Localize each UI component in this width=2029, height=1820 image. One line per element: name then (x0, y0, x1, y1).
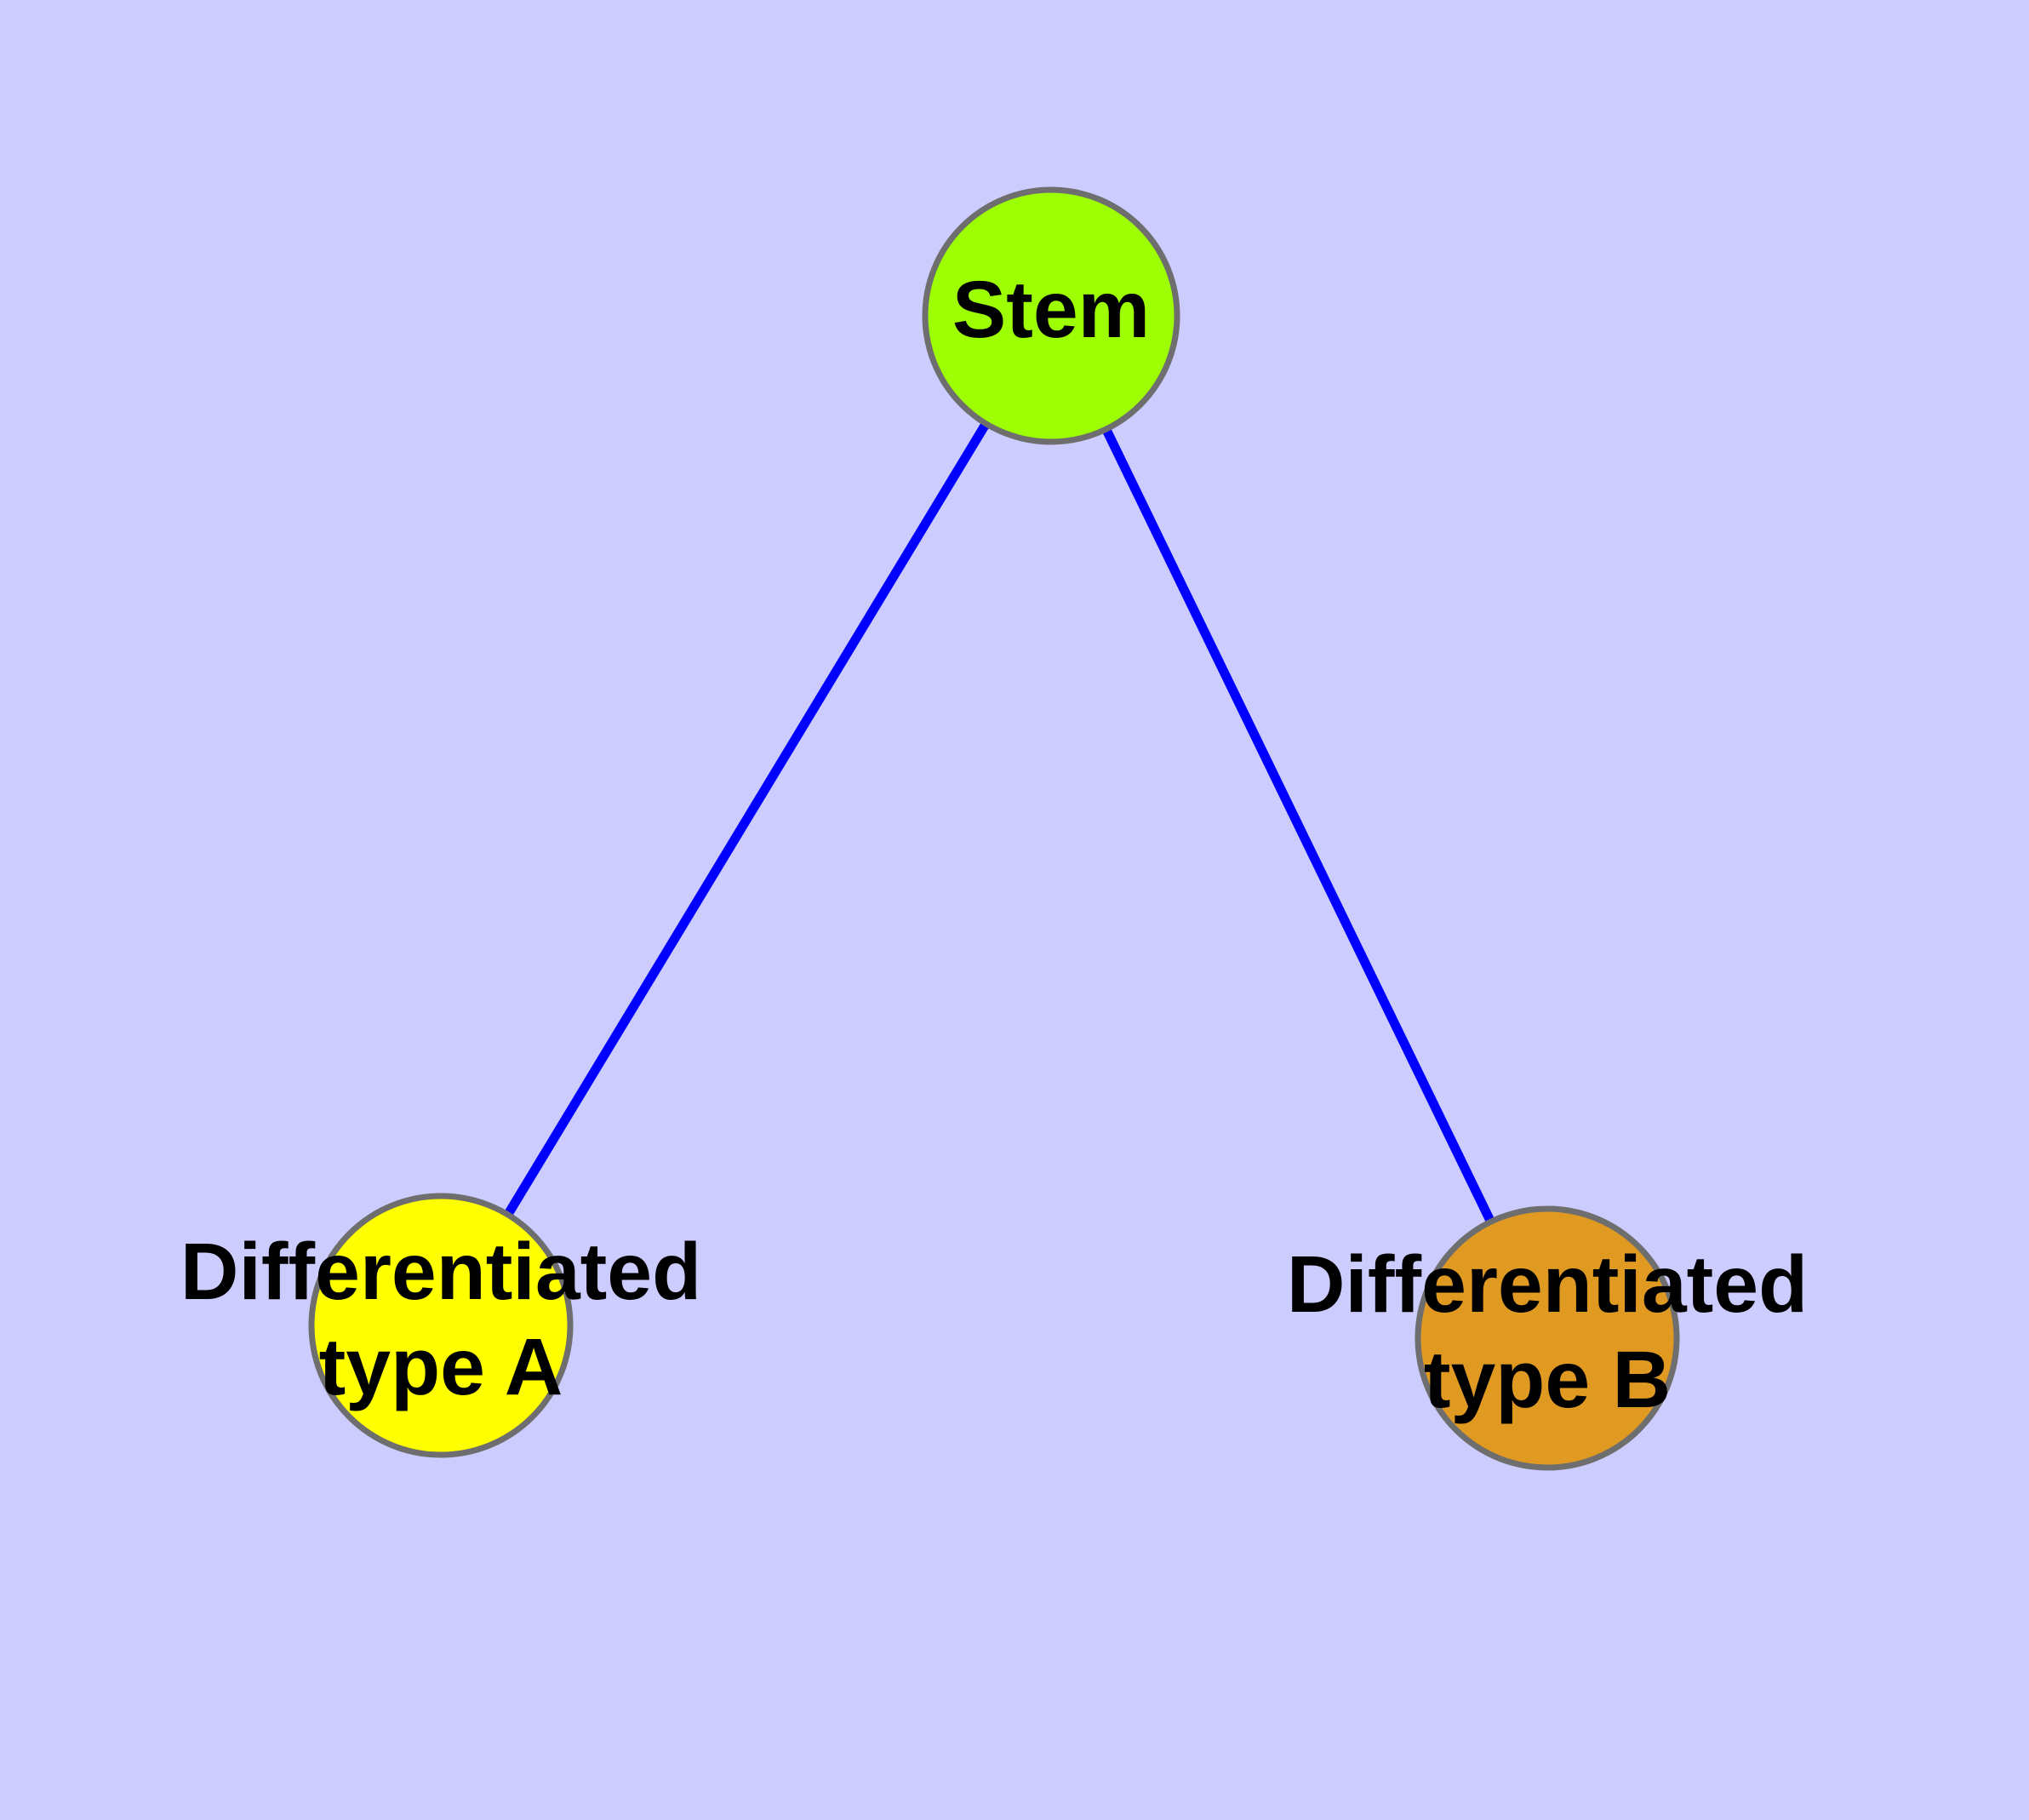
node-diff_b[interactable] (1415, 1205, 1680, 1471)
nodes-layer (308, 186, 1680, 1471)
node-diff_a[interactable] (308, 1193, 574, 1458)
node-label-stem: Stem (952, 265, 1150, 355)
edge-stem-diff_b[interactable] (1101, 426, 1495, 1224)
node-label-line: type A (319, 1322, 563, 1412)
node-label-line: Differentiated (1287, 1239, 1808, 1330)
node-label-line: Differentiated (180, 1227, 701, 1317)
edges-layer (503, 421, 1495, 1224)
node-stem[interactable] (922, 186, 1180, 445)
node-label-line: Stem (952, 265, 1150, 355)
node-label-line: type B (1424, 1335, 1671, 1425)
edge-stem-diff_a[interactable] (503, 421, 991, 1217)
